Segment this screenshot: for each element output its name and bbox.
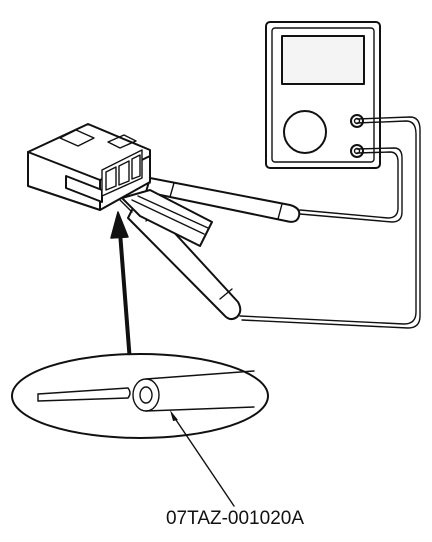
test-lead-wires <box>239 116 421 329</box>
multimeter <box>265 21 381 169</box>
multimeter-display <box>281 35 365 85</box>
back-probe-adapter-detail <box>37 370 255 412</box>
detail-callout <box>11 353 269 439</box>
part-number-label: 07TAZ-001020A <box>165 508 304 529</box>
electrical-connector <box>27 123 151 211</box>
multimeter-dial-knob <box>283 110 327 154</box>
label-leader-line <box>171 413 235 507</box>
wire-harness <box>121 189 213 247</box>
pointer-arrow <box>110 211 132 364</box>
